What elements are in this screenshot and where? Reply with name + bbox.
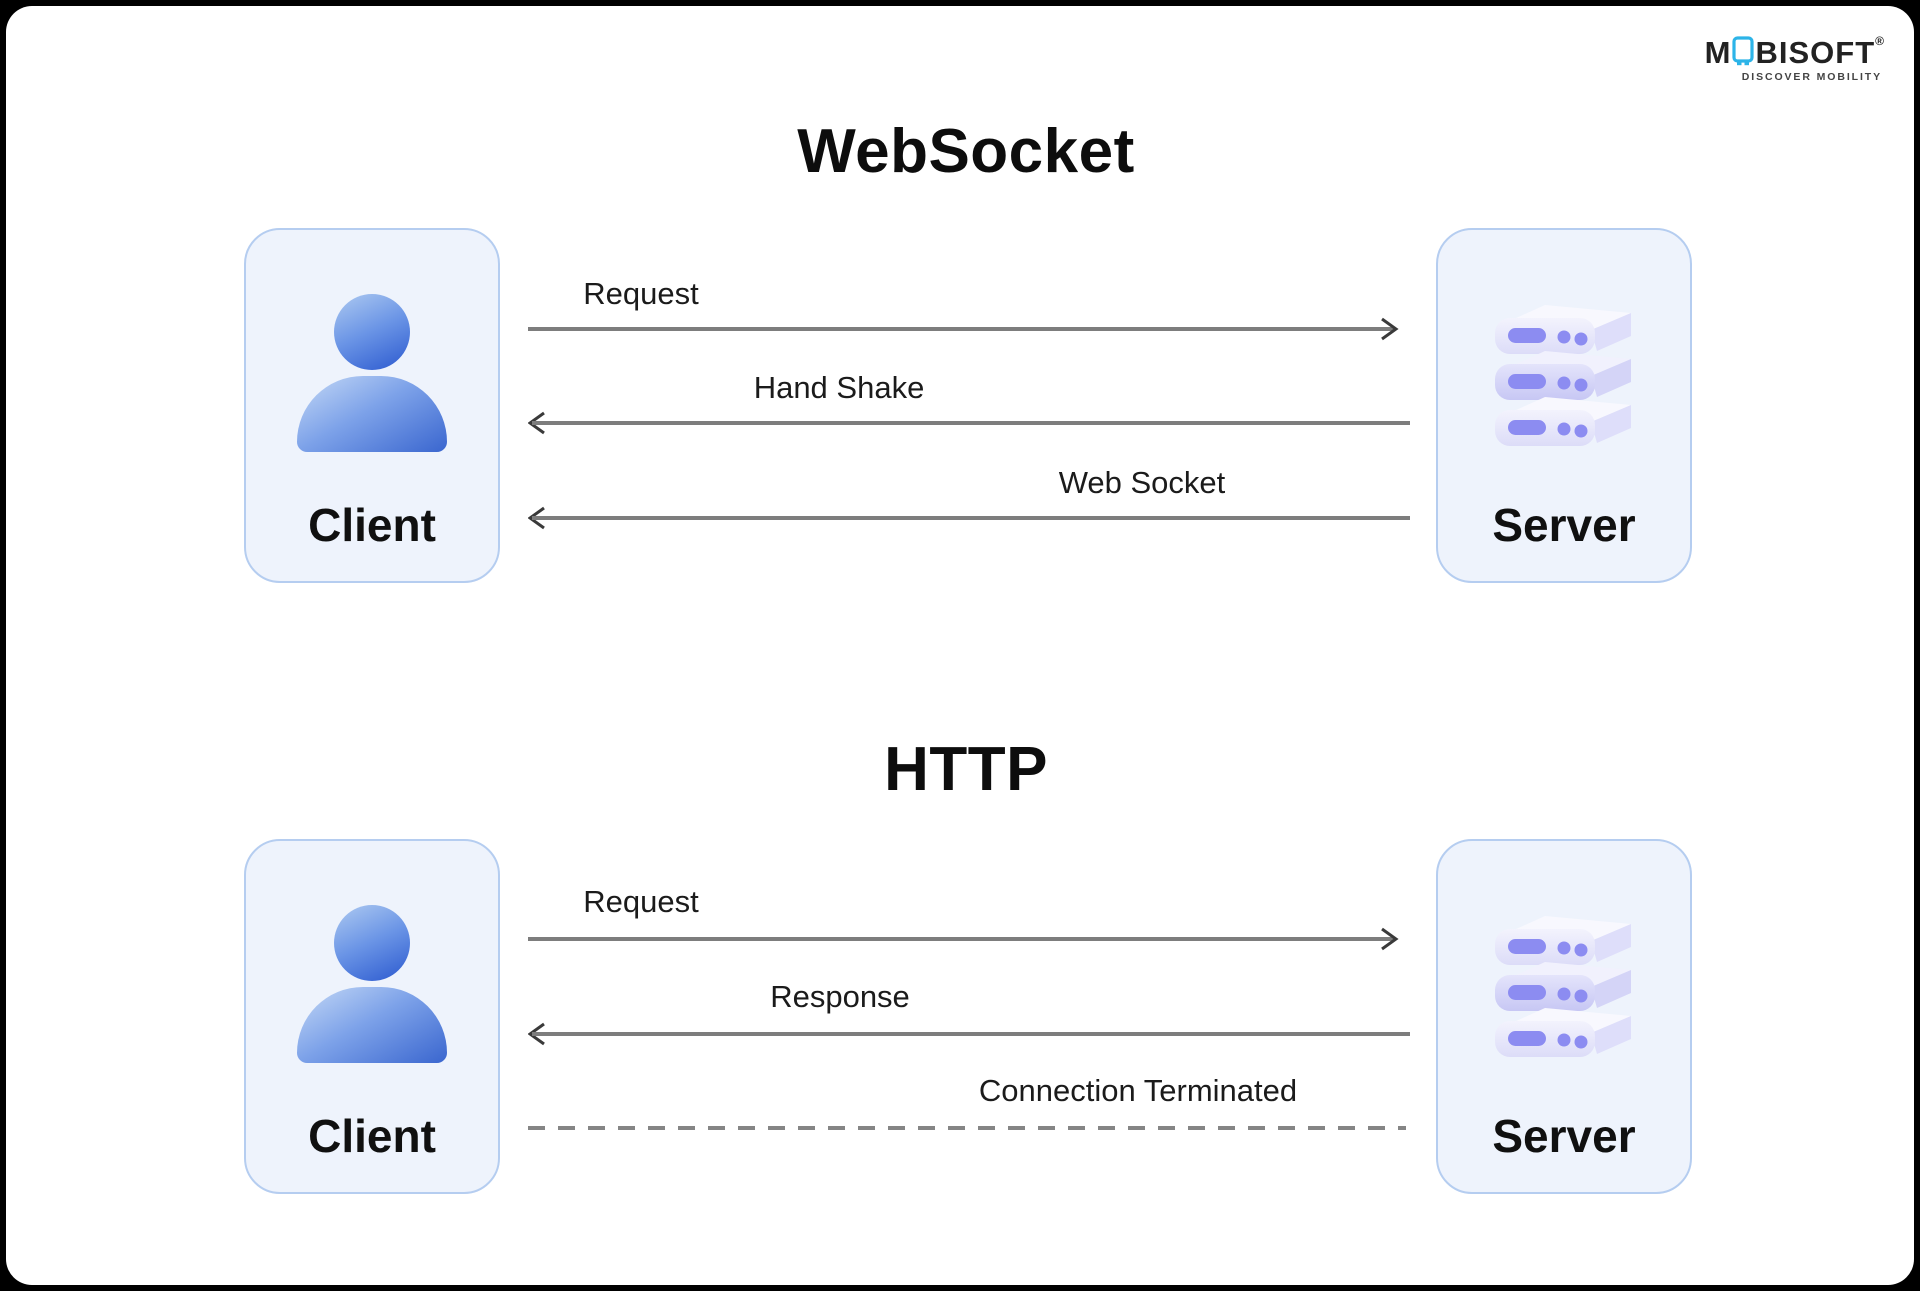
registered-trademark: ® xyxy=(1875,34,1884,48)
response-arrow-left xyxy=(528,1022,1410,1046)
client-label: Client xyxy=(308,499,436,551)
websocket-arrow-left xyxy=(528,506,1410,530)
arrow-label-handshake: Hand Shake xyxy=(753,370,925,405)
websocket-server-box: Server xyxy=(1436,228,1692,583)
person-body xyxy=(297,987,447,1063)
websocket-client-box: Client xyxy=(244,228,500,583)
connection-terminated-dashed-line xyxy=(528,1126,1406,1130)
http-client-box: Client xyxy=(244,839,500,1194)
logo-letter-m: M xyxy=(1704,34,1732,70)
server-stack-icon xyxy=(1489,302,1639,454)
diagram-card: M BISOFT ® DISCOVER MOBILITY WebSocket H… xyxy=(6,6,1914,1285)
person-body xyxy=(297,376,447,452)
arrow-label-response: Response xyxy=(770,979,910,1014)
server-stack-icon xyxy=(1489,913,1639,1065)
logo-tagline: DISCOVER MOBILITY xyxy=(1741,71,1882,83)
arrow-label-http-request: Request xyxy=(583,884,699,919)
phone-icon xyxy=(1732,36,1755,66)
person-icon xyxy=(297,294,447,454)
person-head xyxy=(334,294,410,370)
arrow-label-request: Request xyxy=(583,276,699,311)
person-icon xyxy=(297,905,447,1065)
client-label: Client xyxy=(308,1110,436,1162)
logo-letters-bisoft: BISOFT xyxy=(1755,34,1876,70)
arrow-label-websocket: Web Socket xyxy=(1058,465,1226,500)
person-head xyxy=(334,905,410,981)
websocket-section-title: WebSocket xyxy=(797,117,1135,186)
arrow-label-connection-terminated: Connection Terminated xyxy=(978,1073,1298,1108)
http-section-title: HTTP xyxy=(884,735,1048,804)
http-server-box: Server xyxy=(1436,839,1692,1194)
logo-wordmark: M BISOFT ® xyxy=(1704,34,1884,70)
handshake-arrow-left xyxy=(528,411,1410,435)
server-label: Server xyxy=(1492,499,1636,551)
http-request-arrow-right xyxy=(528,927,1399,951)
mobisoft-logo: M BISOFT ® DISCOVER MOBILITY xyxy=(1704,34,1884,83)
request-arrow-right xyxy=(528,317,1399,341)
server-label: Server xyxy=(1492,1110,1636,1162)
